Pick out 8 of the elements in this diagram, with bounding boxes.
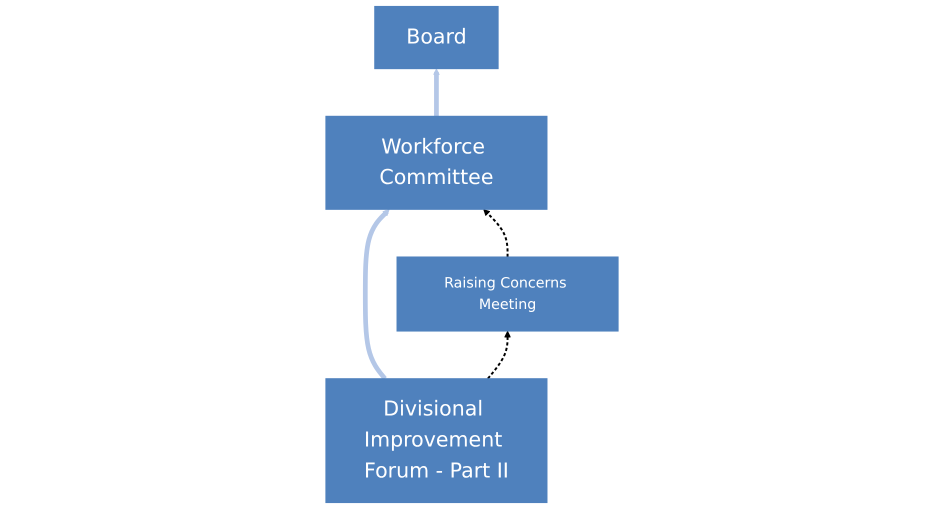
node-box: Raising Concerns Meeting — [396, 256, 619, 332]
node-box: Divisional Improvement Forum - Part II — [325, 378, 548, 504]
arrow — [487, 330, 512, 380]
arrow — [432, 68, 440, 116]
node-box: Board — [374, 6, 499, 70]
arrow — [483, 209, 509, 257]
node-box: Workforce Committee — [325, 116, 548, 210]
arrow — [362, 209, 390, 380]
